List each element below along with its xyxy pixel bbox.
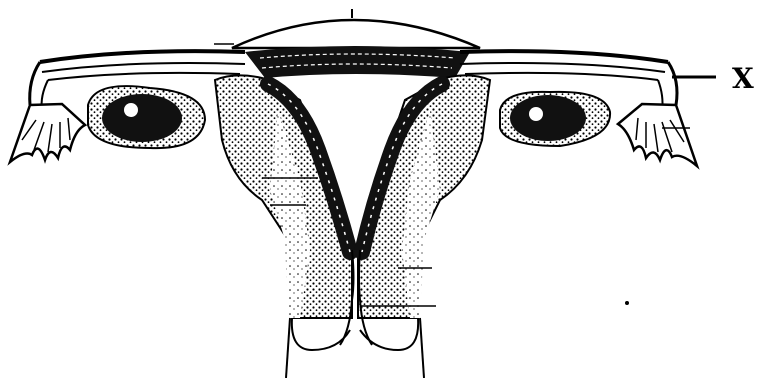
uterine-fundus <box>232 9 480 78</box>
x-label-group: X <box>672 62 754 95</box>
left-ovary <box>88 86 205 148</box>
left-fimbriae <box>10 104 85 162</box>
x-label: X <box>732 62 754 95</box>
stray-dot <box>625 301 629 305</box>
right-fimbriae <box>618 104 697 166</box>
right-ovary <box>500 92 610 146</box>
